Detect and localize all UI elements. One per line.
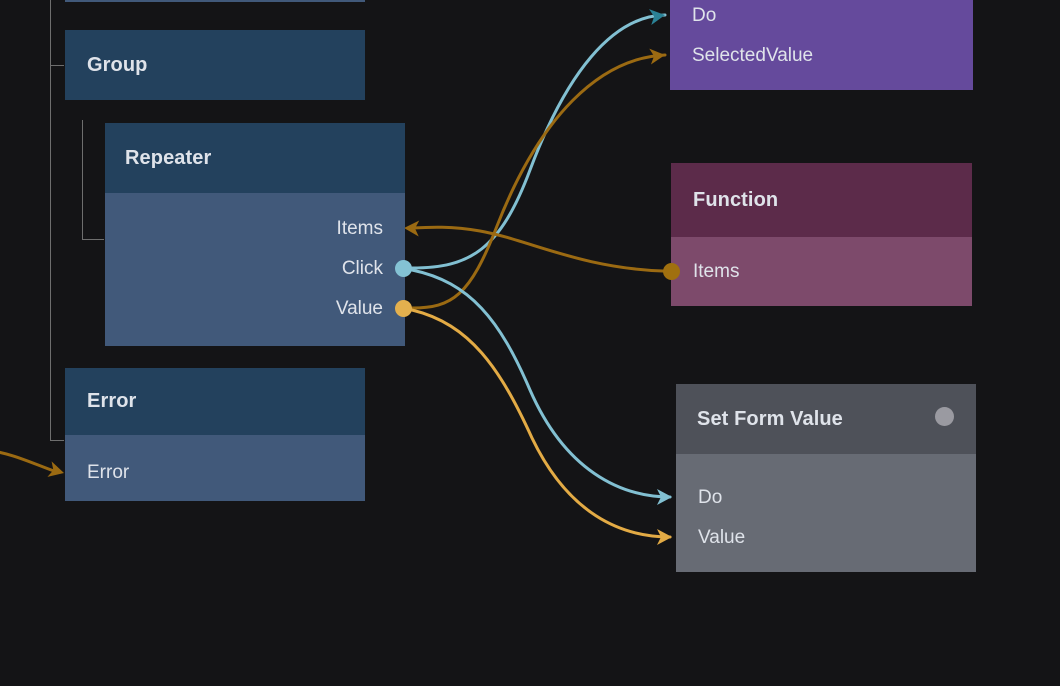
tree-rail-branch-to-repeater bbox=[82, 239, 104, 240]
repeater-node-port-items-label: Items bbox=[336, 217, 383, 239]
error-node-title: Error bbox=[87, 390, 137, 412]
purple-node[interactable] bbox=[670, 0, 973, 90]
edge-click-to-purple-do-arrowhead bbox=[649, 9, 665, 26]
set-form-value-node-port-value-label: Value bbox=[698, 526, 746, 548]
repeater-node-port-click[interactable]: Click bbox=[105, 258, 383, 278]
repeater-node-port-value[interactable]: Value bbox=[105, 298, 383, 318]
tree-rail-root-trunk bbox=[50, 0, 51, 440]
edge-function-items-to-repeater-items[interactable] bbox=[404, 220, 665, 273]
tree-rail-group-child-trunk bbox=[82, 120, 83, 240]
group-node-title: Group bbox=[87, 53, 148, 76]
group-node[interactable]: Group bbox=[65, 30, 365, 100]
set-form-value-node-port-value[interactable]: Value bbox=[698, 527, 745, 547]
function-node[interactable]: Function bbox=[671, 163, 972, 306]
edge-function-items-to-repeater-items-arrowhead bbox=[404, 220, 420, 237]
set-form-value-node-port-do-label: Do bbox=[698, 486, 723, 508]
edge-value-to-setformvalue-value-arrowhead bbox=[657, 529, 672, 545]
repeater-node-port-value-label: Value bbox=[335, 297, 383, 319]
purple-node-port-do[interactable]: Do bbox=[692, 5, 716, 25]
error-node-body[interactable] bbox=[65, 435, 365, 501]
edge-value-to-setformvalue-value[interactable] bbox=[410, 308, 672, 545]
repeater-node-title: Repeater bbox=[125, 146, 212, 169]
purple-node-port-selectedvalue[interactable]: SelectedValue bbox=[692, 45, 813, 65]
function-node-port-items[interactable]: Items bbox=[693, 261, 739, 281]
set-form-value-node-status-indicator-icon[interactable] bbox=[935, 407, 954, 426]
edge-click-to-setformvalue-do-path bbox=[410, 268, 672, 499]
partial-node-top[interactable] bbox=[65, 0, 365, 2]
edge-click-to-purple-do-path bbox=[410, 13, 667, 270]
edge-incoming-to-error-path bbox=[0, 450, 56, 473]
tree-rail-branch-to-error bbox=[50, 440, 64, 441]
function-node-body[interactable] bbox=[671, 237, 972, 306]
purple-node-port-do-label: Do bbox=[692, 4, 717, 26]
edge-value-to-purple-selectedvalue[interactable] bbox=[410, 47, 667, 310]
edge-click-to-purple-do[interactable] bbox=[410, 7, 667, 270]
function-node-port-items-connector-dot[interactable] bbox=[663, 263, 680, 280]
set-form-value-node-port-do[interactable]: Do bbox=[698, 487, 722, 507]
edge-click-to-setformvalue-do-arrowhead bbox=[657, 489, 672, 505]
set-form-value-node-body[interactable] bbox=[676, 454, 976, 572]
repeater-node-header[interactable]: Repeater bbox=[105, 123, 405, 193]
edge-function-items-to-repeater-items-path bbox=[410, 225, 665, 273]
function-node-header[interactable]: Function bbox=[671, 163, 972, 237]
function-node-title: Function bbox=[693, 188, 779, 211]
purple-node-body[interactable] bbox=[670, 0, 973, 90]
error-node[interactable]: Error bbox=[65, 368, 365, 501]
purple-node-port-selectedvalue-label: SelectedValue bbox=[692, 44, 814, 66]
set-form-value-node[interactable]: Set Form Value bbox=[676, 384, 976, 572]
error-node-port-error-label: Error bbox=[87, 461, 130, 483]
tree-rail-branch-to-group bbox=[50, 65, 64, 66]
edge-value-to-purple-selectedvalue-arrowhead bbox=[649, 48, 665, 65]
function-node-port-items-label: Items bbox=[693, 260, 740, 282]
set-form-value-node-title: Set Form Value bbox=[697, 407, 843, 430]
group-node-header[interactable]: Group bbox=[65, 30, 365, 100]
edge-click-to-setformvalue-do[interactable] bbox=[410, 268, 672, 505]
repeater-node-port-click-connector-dot[interactable] bbox=[395, 260, 412, 277]
edge-incoming-to-error[interactable] bbox=[0, 450, 66, 481]
repeater-node-port-click-label: Click bbox=[341, 257, 383, 279]
error-node-header[interactable]: Error bbox=[65, 368, 365, 435]
repeater-node-port-items[interactable]: Items bbox=[105, 218, 383, 238]
repeater-node-body[interactable] bbox=[105, 193, 405, 346]
edge-value-to-purple-selectedvalue-path bbox=[410, 53, 667, 310]
edge-incoming-to-error-arrowhead bbox=[47, 461, 64, 477]
edge-value-to-setformvalue-value-path bbox=[410, 308, 672, 539]
partial-node-top-body[interactable] bbox=[65, 0, 365, 2]
set-form-value-node-header[interactable]: Set Form Value bbox=[676, 384, 976, 454]
repeater-node-port-value-connector-dot[interactable] bbox=[395, 300, 412, 317]
repeater-node[interactable]: Repeater bbox=[105, 123, 405, 346]
error-node-port-error[interactable]: Error bbox=[87, 462, 129, 482]
